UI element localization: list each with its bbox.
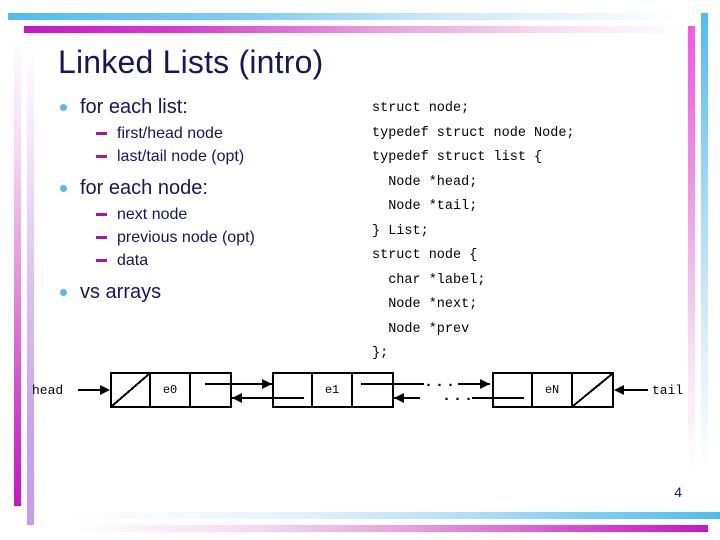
bullet-dot-icon	[60, 104, 67, 111]
prev-pointer-stub	[274, 397, 304, 399]
bullet-dash-icon	[96, 132, 107, 135]
prev-arrow-icon	[232, 393, 242, 403]
sub-bullet-group-list: first/head node last/tail node (opt)	[56, 122, 366, 168]
next-wire-to-ellipsis	[394, 383, 424, 385]
sub-bullet-label: first/head node	[117, 125, 223, 142]
bullet-item-for-each-list: for each list:	[56, 94, 366, 120]
code-block: struct node; typedef struct node Node; t…	[372, 101, 575, 361]
sub-bullet-item: next node	[96, 203, 366, 226]
list-node-e1: e1	[272, 372, 394, 408]
left-magenta-accent-bar	[14, 26, 21, 506]
sub-bullet-item: data	[96, 249, 366, 272]
tail-arrow-icon	[614, 385, 624, 395]
left-violet-accent-bar	[27, 33, 34, 525]
prev-pointer-stub	[494, 397, 524, 399]
bullet-dot-icon	[60, 289, 67, 296]
bottom-blue-accent-bar	[36, 512, 720, 519]
top-magenta-accent-bar	[24, 26, 714, 33]
bullet-item-for-each-node: for each node:	[56, 175, 366, 201]
sub-bullet-label: next node	[117, 206, 188, 223]
sub-bullet-label: last/tail node (opt)	[117, 148, 245, 165]
top-blue-accent-bar	[8, 13, 708, 20]
sub-bullet-item: first/head node	[96, 122, 366, 145]
tail-wire	[624, 389, 648, 391]
prev-arrow-icon	[394, 393, 404, 403]
bullet-label: for each list:	[80, 96, 188, 118]
bullet-dash-icon	[96, 155, 107, 158]
ellipsis-top: ...	[424, 374, 458, 391]
bullet-dash-icon	[96, 259, 107, 262]
node-value-cell: e0	[151, 374, 192, 406]
slide-number: 4	[674, 484, 682, 500]
next-arrow-icon	[480, 379, 490, 389]
head-label: head	[32, 383, 64, 398]
right-blue-accent-bar	[701, 13, 708, 488]
sub-bullet-item: last/tail node (opt)	[96, 145, 366, 168]
node-value-cell: eN	[533, 374, 574, 406]
next-wire-from-ellipsis	[458, 383, 490, 385]
node-next-cell	[191, 374, 232, 406]
prev-wire-from-ellipsis	[394, 397, 420, 399]
next-pointer-stub	[205, 383, 232, 385]
right-pink-accent-bar	[688, 26, 695, 488]
bottom-magenta-accent-bar	[48, 525, 708, 532]
tail-label: tail	[652, 383, 684, 398]
node-prev-cell-null	[112, 374, 151, 406]
list-node-eN: eN	[492, 372, 614, 408]
head-wire	[78, 389, 102, 391]
linked-list-diagram: head e0 e1 ...	[0, 372, 720, 422]
head-arrow-icon	[100, 385, 110, 395]
prev-wire-to-ellipsis	[472, 397, 492, 399]
node-next-cell	[353, 374, 394, 406]
sub-bullet-group-node: next node previous node (opt) data	[56, 203, 366, 272]
sub-bullet-label: data	[117, 252, 149, 269]
next-pointer-stub	[361, 383, 394, 385]
node-prev-cell	[274, 374, 313, 406]
bullet-label: vs arrays	[80, 281, 162, 303]
node-prev-cell	[494, 374, 533, 406]
ellipsis-bottom: ...	[442, 388, 476, 405]
node-next-cell-null	[573, 374, 612, 406]
bullet-list: for each list: first/head node last/tail…	[56, 94, 366, 305]
bullet-dash-icon	[96, 236, 107, 239]
page-title: Linked Lists (intro)	[58, 44, 324, 80]
sub-bullet-item: previous node (opt)	[96, 226, 366, 249]
prev-wire-e1-e0	[232, 397, 272, 399]
list-node-e0: e0	[110, 372, 232, 408]
sub-bullet-label: previous node (opt)	[117, 229, 255, 246]
bullet-item-vs-arrays: vs arrays	[56, 279, 366, 305]
bullet-dash-icon	[96, 213, 107, 216]
bullet-label: for each node:	[80, 177, 208, 199]
bullet-dot-icon	[60, 185, 67, 192]
node-value-cell: e1	[313, 374, 354, 406]
next-arrow-icon	[262, 379, 272, 389]
next-wire-e0-e1	[232, 383, 272, 385]
